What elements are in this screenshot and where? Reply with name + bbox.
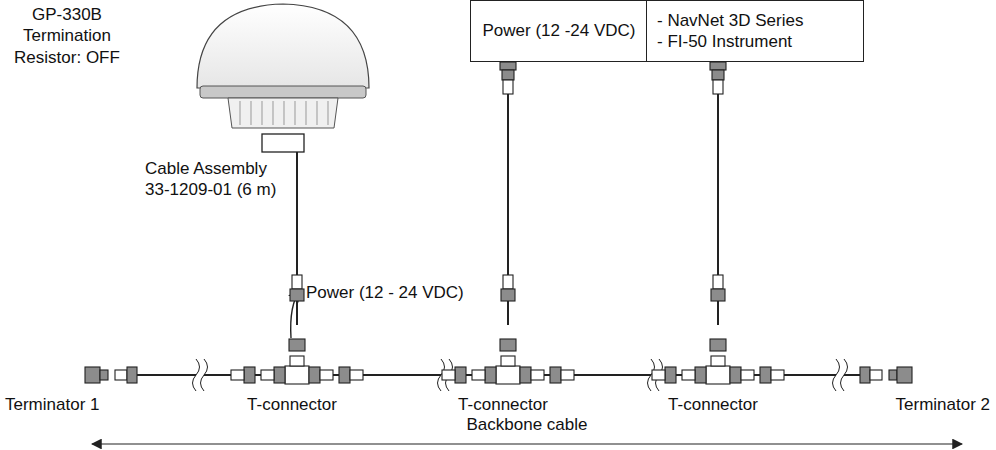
cable-break-gap [196, 369, 204, 381]
t-connector-nut [500, 339, 516, 351]
t-connector-body [285, 366, 309, 384]
t-connector-nut [695, 367, 706, 383]
part-label: Cable Assembly 33-1209-01 (6 m) [145, 158, 290, 201]
cable-parts [85, 62, 912, 391]
t-connector-stem [711, 356, 725, 366]
antenna-dome [197, 4, 369, 88]
t-connector-nut [289, 339, 305, 351]
mount-flutes [240, 101, 328, 125]
cable-end [231, 370, 244, 380]
cable-end [713, 80, 723, 94]
cable-nut [760, 367, 771, 383]
flute-line [284, 101, 285, 125]
cable-end [741, 370, 754, 380]
t-connector-nut [485, 367, 496, 383]
cable-break-mark [841, 359, 848, 391]
cable-end [350, 370, 363, 380]
part-label: T-connector [247, 394, 337, 415]
terminator-plug [85, 367, 100, 383]
t-connector-body [706, 366, 730, 384]
part-label: T-connector [458, 394, 548, 415]
device-box: - NavNet 3D Series- FI-50 Instrument [646, 0, 864, 62]
antenna-connector [262, 134, 304, 152]
t-connector-nut [520, 367, 531, 383]
box-text: - NavNet 3D Series [657, 10, 853, 31]
cable-nut [711, 289, 725, 301]
cable-break-mark [201, 359, 208, 391]
cable-nut [127, 367, 137, 383]
part-label: Backbone cable [463, 414, 592, 435]
part-label: Power (12 - 24 VDC) [306, 282, 464, 303]
cable-nut [501, 289, 515, 301]
cable-end [261, 370, 274, 380]
terminator-plug [100, 370, 108, 380]
t-connector-nut [730, 367, 741, 383]
cable-nut [455, 367, 466, 383]
cable-break-mark [193, 359, 200, 391]
cable-end [652, 370, 665, 380]
t-connector-stem [501, 356, 515, 366]
antenna-mount [228, 98, 338, 128]
cable-nut [339, 367, 350, 383]
device-box: Power (12 -24 VDC) [470, 0, 648, 62]
cable-end [713, 275, 723, 289]
cable-break-gap [836, 369, 844, 381]
cable-nut [290, 289, 304, 301]
t-connector-nut [309, 367, 320, 383]
terminator-plug [897, 367, 912, 383]
device-plug [712, 70, 724, 80]
flute-line [328, 101, 329, 125]
flute-line [273, 101, 274, 125]
box-text: - FI-50 Instrument [657, 31, 853, 52]
t-connector-body [496, 366, 520, 384]
cable-end [472, 370, 485, 380]
cable-nut [244, 367, 255, 383]
cable-end [503, 275, 513, 289]
cable-end [531, 370, 544, 380]
cable-end [561, 370, 574, 380]
box-text: Power (12 -24 VDC) [481, 20, 637, 41]
device-plug [500, 62, 516, 70]
cable-end [442, 370, 455, 380]
part-label: Terminator 2 [896, 394, 990, 415]
cable-end [320, 370, 333, 380]
cable-end [292, 275, 302, 289]
part-label: T-connector [668, 394, 758, 415]
terminator-plug [889, 370, 897, 380]
cable-break-mark [833, 359, 840, 391]
antenna-rim [200, 86, 366, 98]
part-label: GP-330B Termination Resistor: OFF [3, 4, 131, 68]
cable-nut [550, 367, 561, 383]
device-plug [502, 70, 514, 80]
cable-nut [665, 367, 676, 383]
device-plug [710, 62, 726, 70]
cable-end [771, 370, 784, 380]
flute-line [317, 101, 318, 125]
flute-line [295, 101, 296, 125]
cable-end [682, 370, 695, 380]
cable-nut [860, 367, 870, 383]
flute-line [240, 101, 241, 125]
part-label: Terminator 1 [5, 394, 99, 415]
gps-antenna [197, 4, 369, 152]
t-connector-stem [290, 356, 304, 366]
backbone-extent-arrow [92, 443, 962, 444]
t-connector-nut [274, 367, 285, 383]
t-connector-nut [710, 339, 726, 351]
cable-end [503, 80, 513, 94]
cable-end [115, 370, 127, 380]
flute-line [262, 101, 263, 125]
flute-line [251, 101, 252, 125]
flute-line [306, 101, 307, 125]
cable-end [870, 370, 882, 380]
